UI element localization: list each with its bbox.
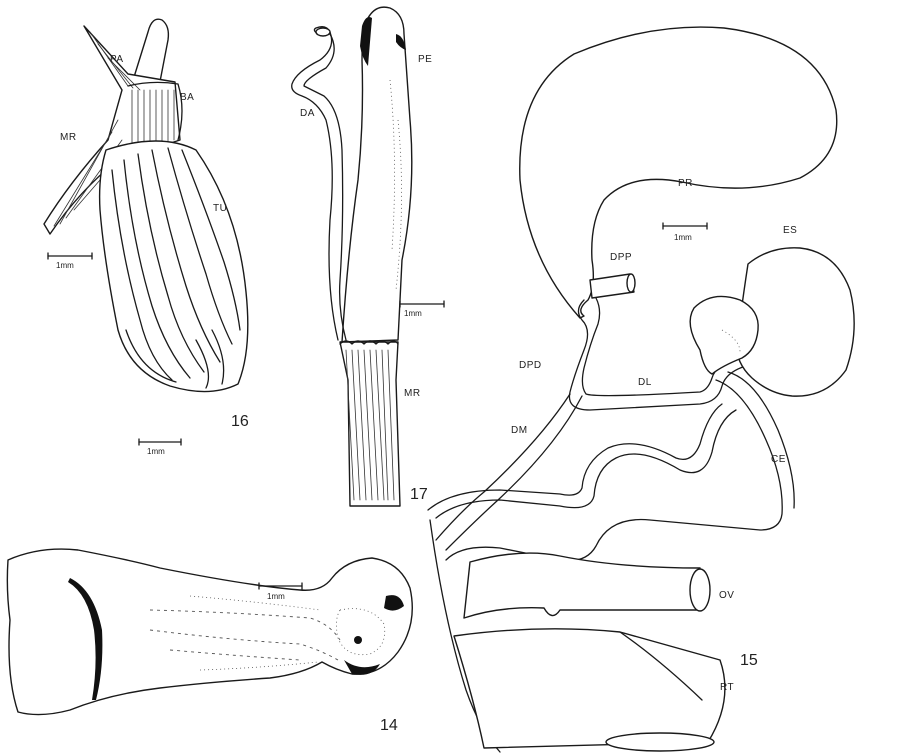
fig15-label-rt: RT — [720, 682, 734, 693]
fig15-rectum-opening — [606, 733, 714, 751]
fig16-label-mr: MR — [60, 132, 77, 143]
fig17-penis — [342, 7, 412, 342]
fig16-label-pa: PA — [110, 54, 124, 65]
fig17-label-pe: PE — [418, 54, 432, 65]
fig15-label-ce: CE — [771, 454, 786, 465]
fig14-pigment-dot — [354, 636, 362, 644]
fig15-rectum — [454, 629, 725, 748]
fig16-label-ba: BA — [180, 92, 194, 103]
figure-15: PR ES DPP DPD DL DM CE OV RT 1mm 15 — [428, 27, 854, 752]
figure-17: PE DA MR 1mm 17 — [292, 7, 444, 506]
fig15-number: 15 — [740, 652, 758, 669]
fig15-label-dpp: DPP — [610, 252, 632, 263]
fig15-label-dl: DL — [638, 377, 652, 388]
fig17-duct-outer — [292, 27, 338, 340]
fig15-oviduct-opening — [690, 569, 710, 611]
fig14-number: 14 — [380, 717, 398, 734]
figure-16: PA BA MR TU 1mm 1mm 16 — [44, 19, 249, 456]
fig17-label-mr: MR — [404, 388, 421, 399]
fig15-dm-2 — [446, 396, 582, 550]
fig15-dm-1 — [436, 394, 570, 540]
fig14-scale-label: 1mm — [267, 592, 285, 601]
figure-14: 1mm 14 — [7, 549, 412, 734]
fig15-oviduct — [464, 553, 700, 618]
fig16-number: 16 — [231, 413, 249, 430]
fig15-coil-upper — [436, 410, 736, 518]
fig17-duct-inner — [304, 34, 346, 340]
fig16-scale-label-upper: 1mm — [56, 261, 74, 270]
fig16-scale-label-lower: 1mm — [147, 447, 165, 456]
fig15-label-dm: DM — [511, 425, 528, 436]
fig15-ce-outer — [446, 380, 782, 561]
fig15-label-dpd: DPD — [519, 360, 542, 371]
fig15-label-ov: OV — [719, 590, 734, 601]
fig15-label-pr: PR — [678, 178, 693, 189]
fig15-label-es: ES — [783, 225, 797, 236]
fig17-duct-opening — [316, 28, 330, 36]
fig17-label-da: DA — [300, 108, 315, 119]
fig14-body-outline — [7, 549, 412, 714]
fig15-coil-lower — [428, 404, 722, 510]
fig15-scale-label: 1mm — [674, 233, 692, 242]
fig17-number: 17 — [410, 486, 428, 503]
fig17-scale-label: 1mm — [404, 309, 422, 318]
fig16-label-tu: TU — [213, 203, 227, 214]
